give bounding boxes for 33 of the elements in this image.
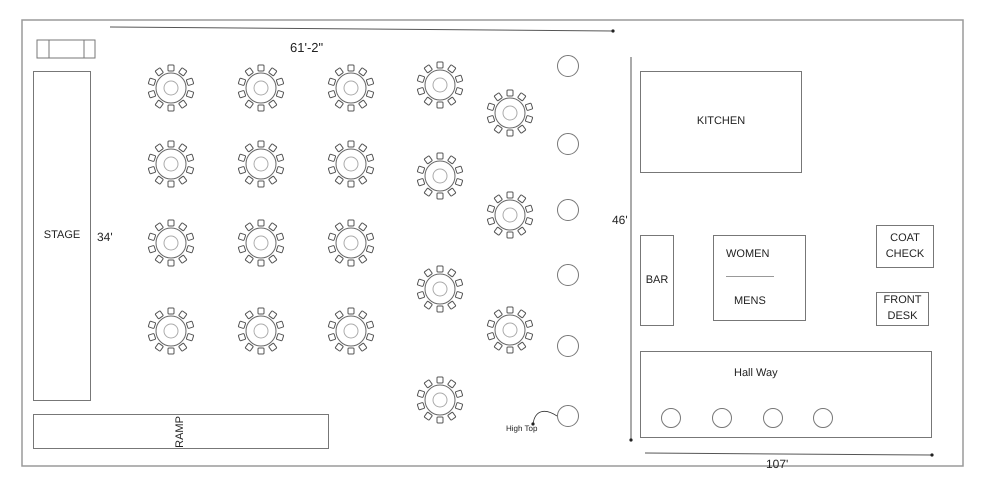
high-top-table bbox=[557, 264, 579, 286]
high-top-table bbox=[763, 408, 783, 428]
stage-area bbox=[33, 71, 91, 401]
high-top-table bbox=[712, 408, 732, 428]
restroom-block bbox=[713, 235, 806, 321]
dimension-label: 46' bbox=[612, 213, 628, 227]
high-top-table bbox=[557, 405, 579, 427]
room-label: BAR bbox=[646, 272, 668, 288]
room-label: COAT CHECK bbox=[884, 230, 926, 262]
room-label: STAGE bbox=[44, 228, 80, 244]
ramp-area bbox=[33, 414, 329, 449]
room-label: Hall Way bbox=[734, 366, 778, 381]
front-desk bbox=[876, 292, 929, 326]
room-label: MENS bbox=[734, 294, 766, 309]
callout-label: High Top bbox=[506, 424, 552, 438]
high-top-table bbox=[557, 133, 579, 155]
leader-line bbox=[531, 410, 558, 426]
room-label: FRONT DESK bbox=[882, 293, 922, 324]
room-label: RAMP bbox=[173, 416, 188, 448]
kitchen-room bbox=[640, 71, 802, 173]
high-top-table bbox=[557, 55, 579, 77]
high-top-table bbox=[813, 408, 833, 428]
dimension-label: 61'-2" bbox=[290, 40, 324, 55]
room-label: KITCHEN bbox=[696, 114, 746, 130]
high-top-table bbox=[557, 199, 579, 221]
high-top-table bbox=[661, 408, 681, 428]
high-top-table bbox=[557, 335, 579, 357]
hallway-area bbox=[640, 351, 932, 438]
bar-counter bbox=[640, 235, 674, 326]
room-label: WOMEN bbox=[726, 247, 770, 262]
dimension-label: 107' bbox=[766, 457, 788, 471]
coat-check-desk bbox=[876, 225, 934, 268]
dimension-label: 34' bbox=[97, 230, 113, 244]
